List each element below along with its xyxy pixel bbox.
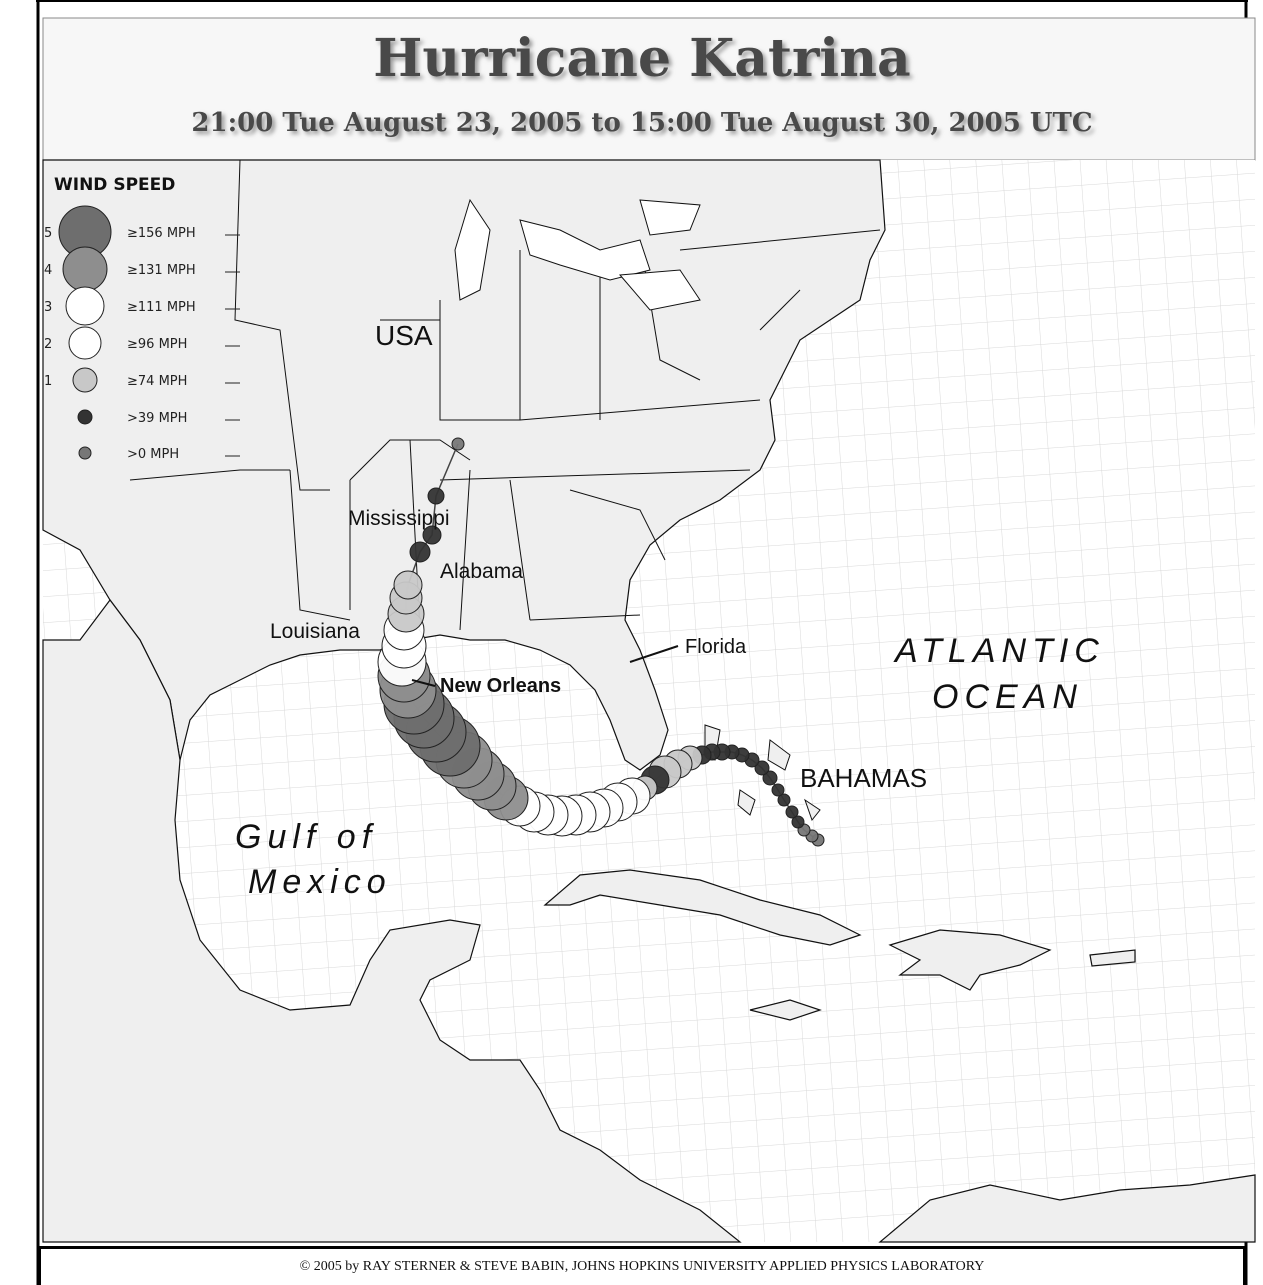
label-usa: USA [375,320,433,351]
track-point [427,487,445,505]
track-point [777,793,791,807]
usa-landmass [42,159,886,771]
map-title: Hurricane Katrina [373,28,910,89]
legend-swatch [78,446,92,460]
label-florida: Florida [685,636,747,658]
label-atlantic-2: OCEAN [932,678,1083,716]
new-orleans-pointer [411,679,436,687]
track-point [791,815,805,829]
label-alabama: Alabama [440,560,523,583]
legend-title: WIND SPEED [54,175,175,195]
track-point [409,541,431,563]
label-new-orleans: New Orleans [440,675,561,697]
track-point [422,525,442,545]
label-gulf-1: Gulf of [235,818,377,856]
track-point [754,760,770,776]
legend-swatch [77,409,93,425]
legend-label: ≥111 MPH [127,300,196,315]
jamaica-landmass [749,999,822,1021]
legend-label: ≥74 MPH [127,374,187,389]
label-mississippi: Mississippi [348,507,450,530]
puerto-rico-landmass [1089,949,1136,967]
legend-category-1: 5 [44,226,52,241]
legend-swatch [62,246,108,292]
legend-label: >0 MPH [127,447,179,462]
legend-label: ≥131 MPH [127,263,196,278]
legend-category-3: 3 [44,300,52,315]
label-bahamas: BAHAMAS [800,763,927,793]
legend-category-2: 4 [44,263,52,278]
legend-label: ≥156 MPH [127,226,196,241]
legend-swatch [65,286,105,326]
track-point [771,783,785,797]
legend-label: >39 MPH [127,411,187,426]
label-louisiana: Louisiana [270,620,360,643]
label-gulf-2: Mexico [248,863,392,901]
header-panel [42,17,1256,161]
legend-swatch [68,326,102,360]
track-point [451,437,465,451]
hurricane-track [377,437,825,847]
hispaniola-landmass [888,929,1052,991]
south-america-landmass [878,1174,1256,1243]
great-lakes [454,198,701,311]
state-borders [129,159,881,631]
legend-category-5: 1 [44,374,52,389]
track-point [762,770,778,786]
legend-swatch [72,367,98,393]
wind-speed-legend: WIND SPEED 5 ≥156 MPH 4 ≥131 MPH 3 ≥111 MPH 2 ≥… [44,175,240,462]
cuba-landmass [543,869,862,946]
map-area [42,159,1256,1243]
legend-label: ≥96 MPH [127,337,187,352]
florida-pointer [629,645,679,663]
copyright-footer: © 2005 by RAY STERNER & STEVE BABIN, JOH… [38,1246,1246,1285]
label-atlantic-1: ATLANTIC [893,632,1105,670]
map-subtitle: 21:00 Tue August 23, 2005 to 15:00 Tue A… [191,108,1092,138]
legend-category-4: 2 [44,337,52,352]
bahamas-islands [704,724,821,822]
track-point [393,570,423,600]
mexico-landmass [42,599,742,1243]
track-point [785,805,799,819]
